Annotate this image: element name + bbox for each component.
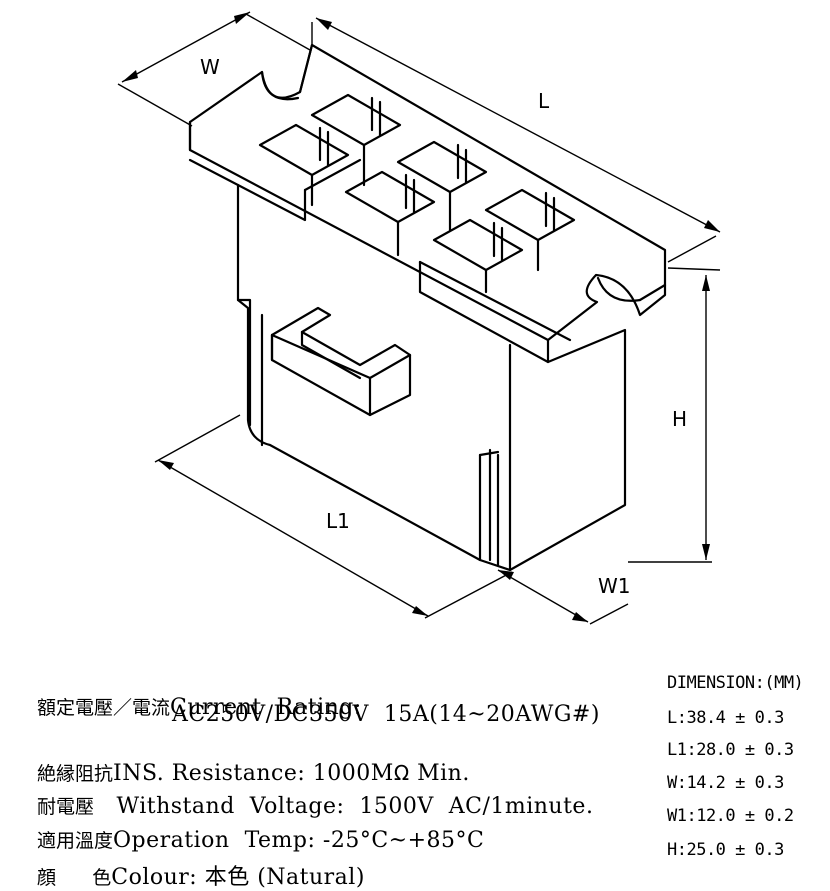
connector-body xyxy=(236,183,627,572)
dim-line-l xyxy=(315,17,721,233)
label-w: W xyxy=(200,55,220,79)
spec-current-label-en: Current Rating: xyxy=(170,695,362,720)
cavity-grid xyxy=(258,93,576,294)
spec-withstand-text: Withstand Voltage: 1500V AC/1minute. xyxy=(116,794,594,819)
label-l1: L1 xyxy=(326,509,350,533)
spec-current-value: AC250V/DC350V 15A(14~20AWG#) xyxy=(172,702,600,727)
spec-ins-suffix: Min. xyxy=(409,761,470,786)
spec-withstand: 耐電壓 Withstand Voltage: 1500V AC/1minute. xyxy=(22,767,593,819)
dim-line-w xyxy=(121,11,251,83)
label-l: L xyxy=(538,89,550,113)
dim-line-l1 xyxy=(157,459,429,617)
ohm-symbol: Ω xyxy=(393,761,410,785)
spec-current-label-zh: 額定電壓／電流 xyxy=(37,697,171,719)
dimension-h: H:25.0 ± 0.3 xyxy=(667,840,784,860)
dimension-l: L:38.4 ± 0.3 xyxy=(667,708,784,728)
spec-colour: 顔 色Colour: 本色 (Natural) xyxy=(22,834,365,891)
spec-operation-label-zh: 適用溫度 xyxy=(37,830,114,852)
dimension-l1: L1:28.0 ± 0.3 xyxy=(667,740,794,760)
spec-current-rating: 額定電壓／電流Current Rating: xyxy=(22,668,362,720)
spec-colour-label-zh: 顔 色 xyxy=(37,867,112,889)
spec-operation: 適用溫度Operation Temp: -25°C~+85°C xyxy=(22,801,484,853)
spec-ins-label-zh: 絶縁阻抗 xyxy=(37,763,114,785)
connector-drawing: W L H L1 W1 xyxy=(117,11,721,625)
spec-ins-label-en: INS. Resistance: 1000M xyxy=(113,761,394,786)
latch xyxy=(270,306,412,417)
dimension-w1: W1:12.0 ± 0.2 xyxy=(667,806,794,826)
spec-ins-resistance: 絶縁阻抗INS. Resistance: 1000MΩ Min. xyxy=(22,734,470,786)
spec-operation-text: Operation Temp: -25°C~+85°C xyxy=(113,828,485,853)
spec-colour-text: Colour: 本色 (Natural) xyxy=(111,865,365,890)
dimension-heading: DIMENSION:(MM) xyxy=(667,673,804,693)
label-h: H xyxy=(672,407,687,431)
spec-withstand-label-zh: 耐電壓 xyxy=(37,796,95,818)
dim-line-w1 xyxy=(497,569,589,623)
dimension-w: W:14.2 ± 0.3 xyxy=(667,773,784,793)
label-w1: W1 xyxy=(598,574,631,598)
